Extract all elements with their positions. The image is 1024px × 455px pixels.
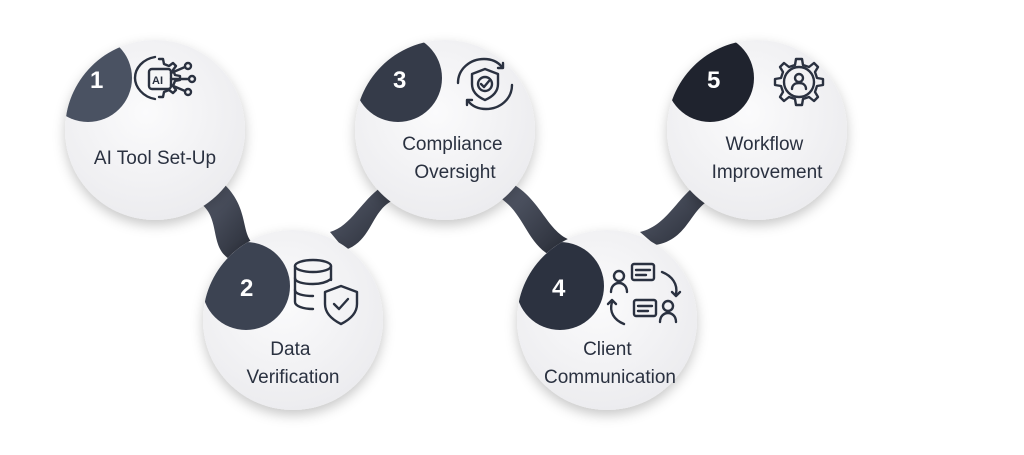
step-5-number: 5 — [707, 67, 720, 94]
step-4-badge — [517, 242, 604, 330]
step-5: 5 Workflow Improvement — [667, 40, 847, 220]
step-3-title-line-1: Compliance — [402, 134, 502, 155]
step-2: 2 Data Verification — [203, 230, 383, 410]
step-4: 4 Client Communication — [517, 230, 697, 410]
client-chat-exchange-icon — [606, 262, 682, 326]
user-gear-icon — [773, 57, 825, 107]
step-5-title: Workflow Improvement — [712, 134, 824, 183]
step-3-title: Compliance Oversight — [402, 134, 508, 183]
ai-chip-gear-icon: AI — [133, 55, 197, 101]
connector-1-2 — [195, 185, 255, 262]
step-3-number: 3 — [393, 67, 406, 94]
connector-2-3 — [330, 180, 400, 250]
step-4-number: 4 — [552, 275, 566, 302]
connector-3-4 — [495, 180, 570, 258]
step-1-title: AI Tool Set-Up — [94, 148, 216, 169]
step-4-title-line-2: Communication — [544, 367, 676, 388]
step-4-title-line-1: Client — [583, 339, 632, 360]
step-5-title-line-2: Improvement — [712, 162, 824, 183]
ai-chip-label: AI — [152, 75, 163, 87]
step-3-title-line-2: Oversight — [414, 162, 496, 183]
step-2-title-line-1: Data — [270, 339, 311, 360]
step-2-badge — [203, 242, 290, 330]
step-1-number: 1 — [90, 67, 103, 94]
step-2-title-line-2: Verification — [247, 367, 340, 388]
database-shield-icon — [293, 258, 359, 326]
step-1: 1 AI AI Tool Set-Up — [65, 40, 245, 220]
step-1-title-line-1: AI Tool Set-Up — [94, 148, 216, 169]
shield-check-cycle-icon — [456, 57, 514, 111]
step-2-title: Data Verification — [247, 339, 340, 388]
step-5-title-line-1: Workflow — [725, 134, 803, 155]
step-1-badge — [65, 40, 132, 122]
step-2-number: 2 — [240, 275, 253, 302]
step-4-title: Client Communication — [544, 339, 676, 388]
step-3: 3 Compliance Oversight — [355, 40, 535, 220]
